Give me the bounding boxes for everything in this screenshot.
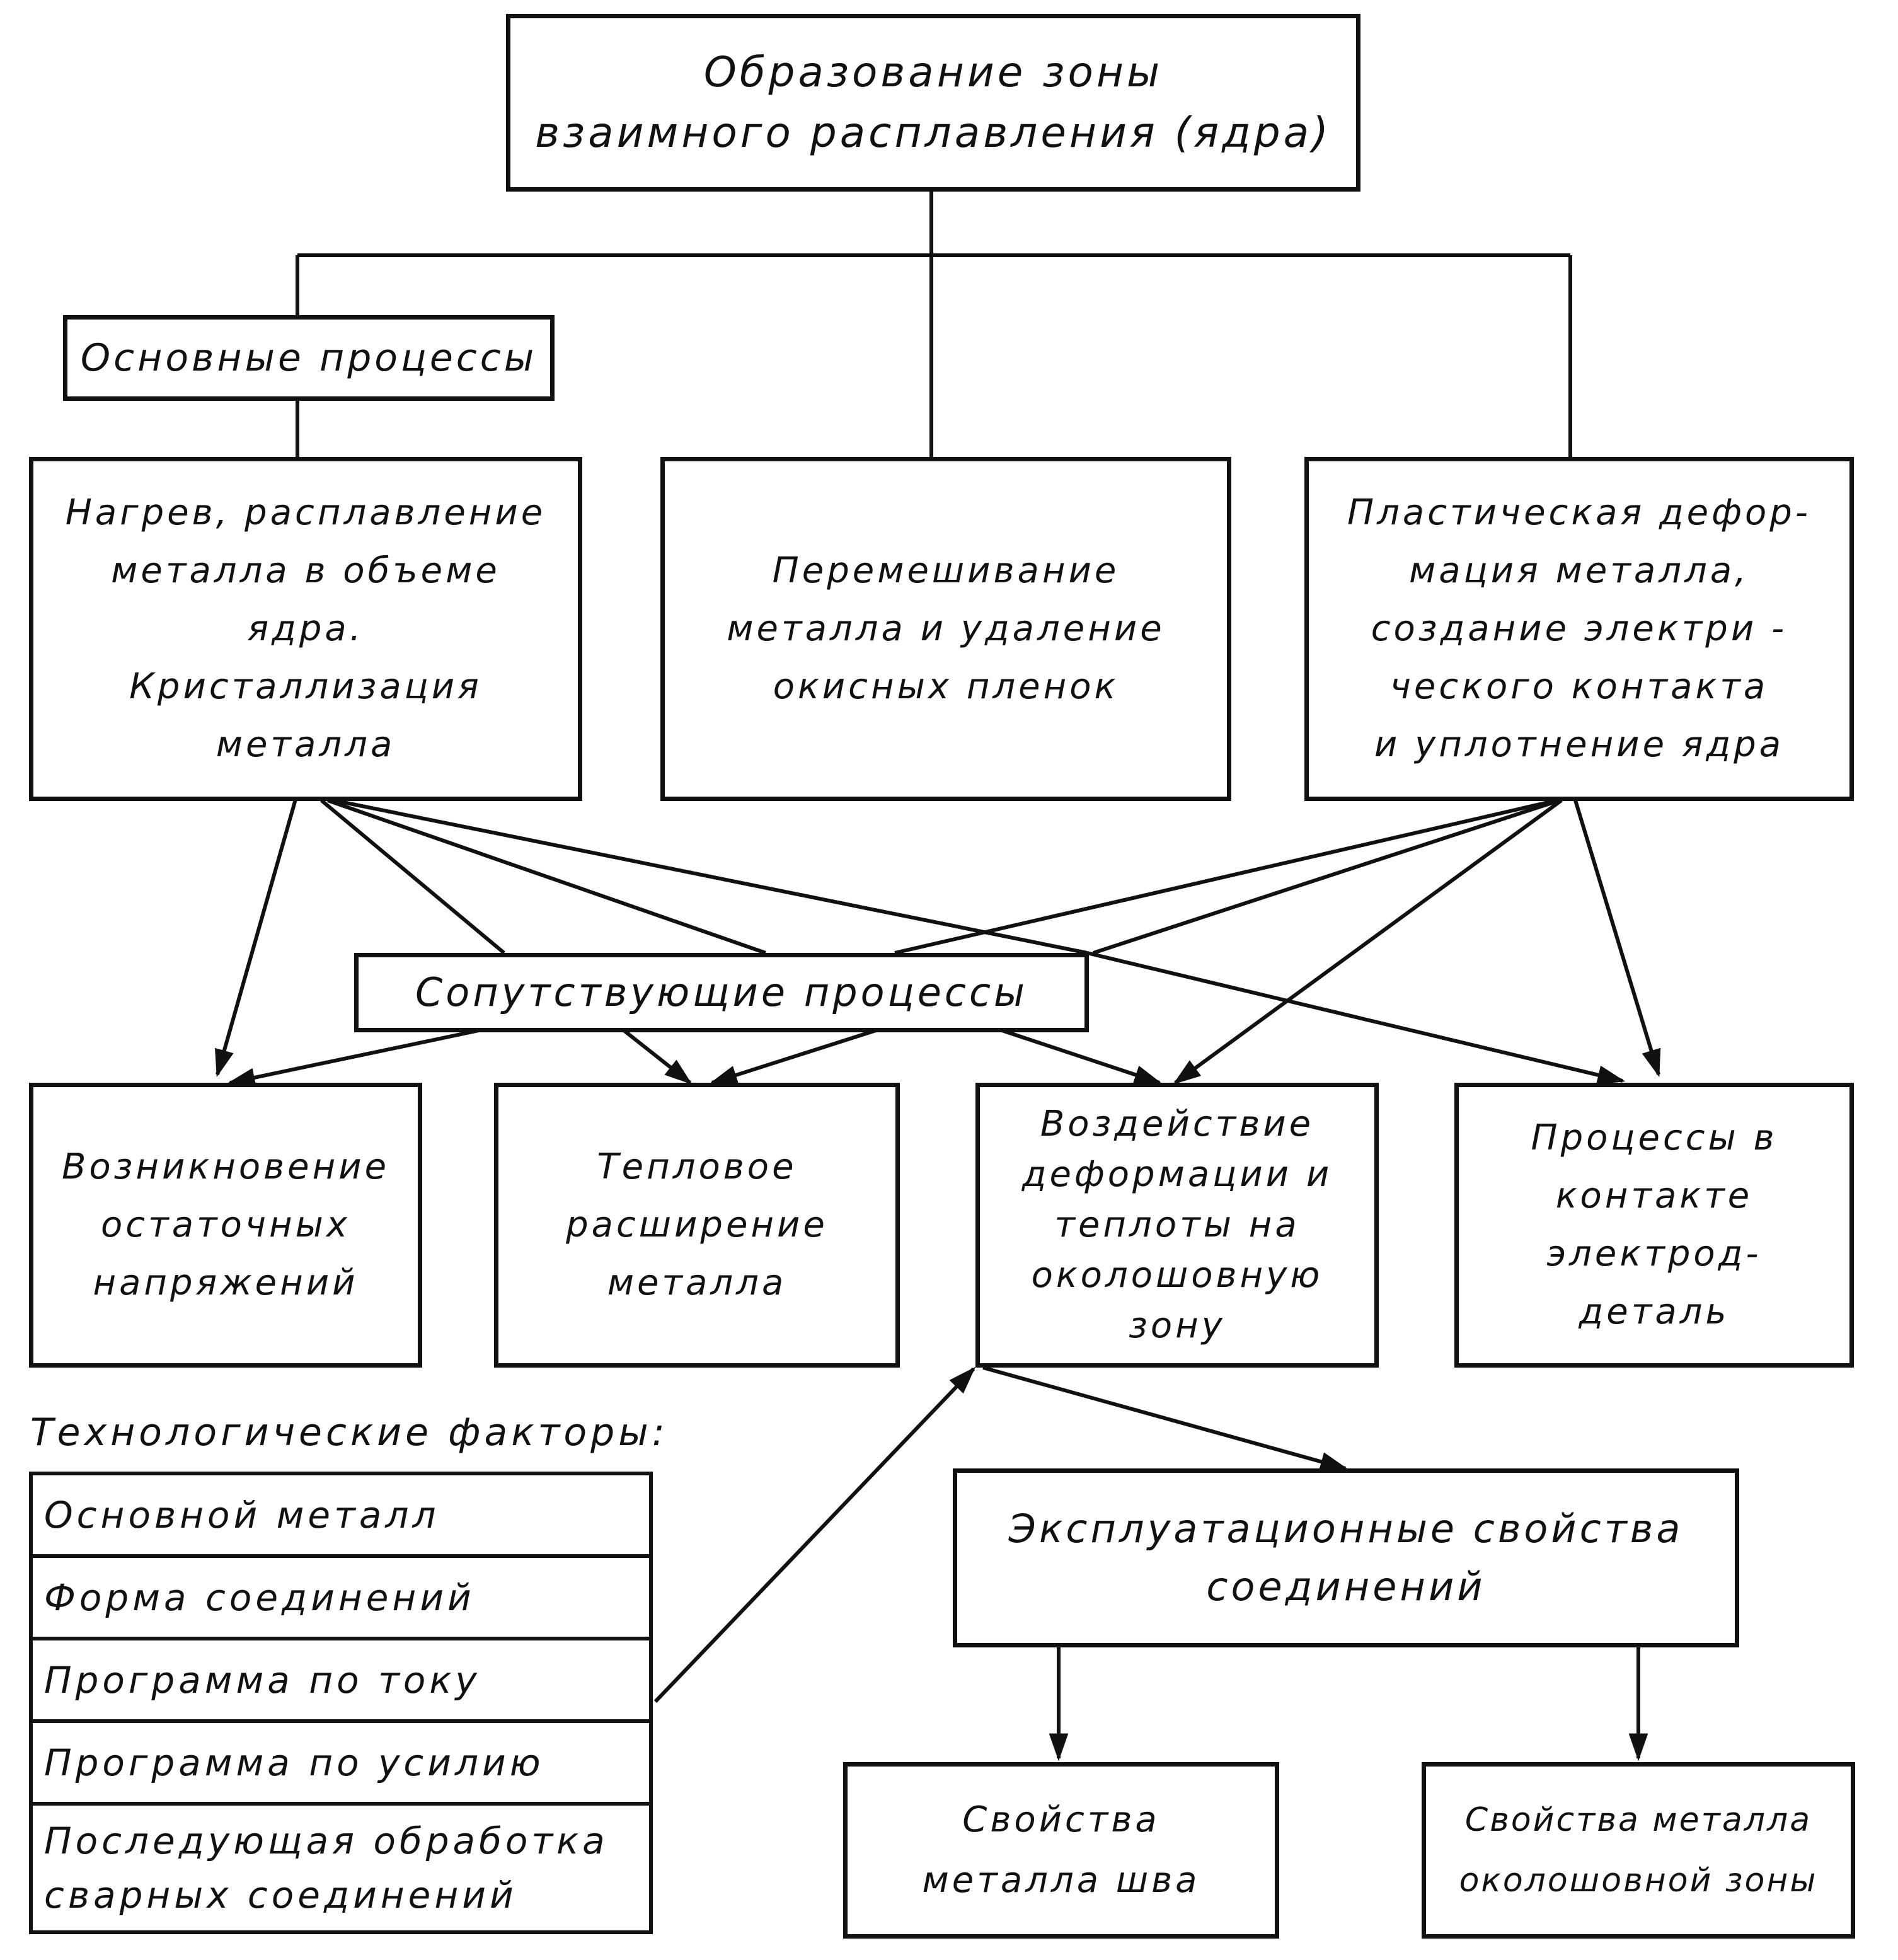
line-p3-to-label-b	[1093, 798, 1560, 955]
side-process-4-text: Процессы в контакте электрод- деталь	[1531, 1117, 1778, 1332]
main-process-1: Нагрев, расплавление металла в объеме яд…	[29, 457, 582, 801]
arrow-p1-to-s4	[1086, 951, 1626, 1085]
side-process-2-text: Тепловое расширение металла	[566, 1146, 828, 1303]
main-process-1-text: Нагрев, расплавление металла в объеме яд…	[65, 492, 546, 765]
arrow-p3-to-s4	[1573, 800, 1661, 1078]
line-p1-to-label-c	[333, 798, 1088, 955]
side-process-4: Процессы в контакте электрод- деталь	[1454, 1083, 1854, 1368]
main-processes-label-text: Основные процессы	[80, 336, 538, 380]
side-process-1: Возникновение остаточных напряжений	[29, 1083, 422, 1368]
factor-row: Форма соединений	[29, 1554, 653, 1640]
arrow-label-to-s2-b	[709, 1029, 877, 1085]
line-p1-to-label-b	[327, 798, 766, 955]
factor-row-text: Программа по усилию	[44, 1741, 544, 1784]
property-item-1-text: Свойства металла шва	[922, 1799, 1200, 1901]
arrow-p1-to-s1	[215, 797, 298, 1078]
properties-box-text: Эксплуатационные свойства соединений	[1008, 1506, 1684, 1610]
factor-row-text: Основной металл	[44, 1493, 440, 1536]
factor-row-text: Программа по току	[44, 1658, 481, 1702]
main-process-3-text: Пластическая дефор- мация металла, созда…	[1347, 492, 1812, 765]
side-process-3: Воздействие деформации и теплоты на окол…	[975, 1083, 1379, 1368]
side-process-2: Тепловое расширение металла	[494, 1083, 900, 1368]
factor-row: Последующая обработка сварных соединений	[29, 1802, 653, 1934]
arrow-label-to-s2	[623, 1029, 693, 1085]
main-processes-label: Основные процессы	[63, 315, 555, 401]
arrow-p3-to-s3	[1173, 798, 1563, 1085]
top-box-text: Образование зоны взаимного расплавления …	[535, 48, 1331, 157]
line-p1-to-label	[320, 798, 505, 955]
arrow-s3-to-properties	[982, 1366, 1349, 1472]
arrow-label-to-s1	[227, 1029, 480, 1087]
side-processes-label-text: Сопутствующие процессы	[415, 969, 1028, 1015]
factor-row-text: Форма соединений	[44, 1576, 475, 1619]
line-p3-to-label	[894, 798, 1557, 955]
arrow-factors-to-s3	[653, 1366, 976, 1703]
factor-row: Основной металл	[29, 1472, 653, 1558]
properties-box: Эксплуатационные свойства соединений	[953, 1468, 1739, 1647]
property-item-2-text: Свойства металла околошовной зоны	[1459, 1801, 1818, 1899]
main-process-2-text: Перемешивание металла и удаление окисных…	[727, 550, 1165, 707]
side-process-1-text: Возникновение остаточных напряжений	[61, 1146, 390, 1303]
top-box: Образование зоны взаимного расплавления …	[506, 14, 1360, 192]
property-item-1: Свойства металла шва	[843, 1762, 1279, 1939]
main-process-2: Перемешивание металла и удаление окисных…	[660, 457, 1231, 801]
factor-row: Программа по току	[29, 1637, 653, 1723]
side-process-3-text: Воздействие деформации и теплоты на окол…	[1021, 1104, 1333, 1346]
factor-row: Программа по усилию	[29, 1719, 653, 1806]
arrow-label-to-s3	[1001, 1029, 1163, 1085]
main-process-3: Пластическая дефор- мация металла, созда…	[1304, 457, 1854, 801]
side-processes-label: Сопутствующие процессы	[354, 953, 1089, 1032]
property-item-2: Свойства металла околошовной зоны	[1422, 1762, 1855, 1939]
factors-title: Технологические факторы:	[30, 1410, 669, 1455]
factor-row-text: Последующая обработка сварных соединений	[44, 1819, 609, 1917]
